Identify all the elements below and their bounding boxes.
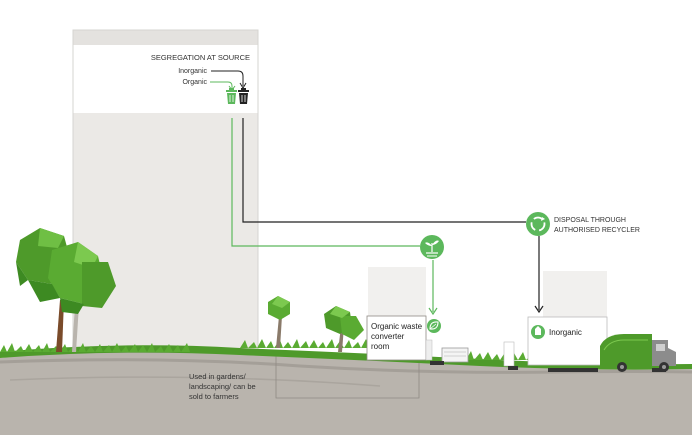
recycle-icon [526,212,550,236]
inorganic-flow-line [242,118,526,223]
organic-waste-room [366,315,469,363]
organic-room-label-line1: Organic waste [371,322,423,331]
small-tree-1 [268,296,290,348]
inorganic-label: Inorganic [178,68,207,75]
large-tree [16,228,116,352]
organic-flow-line [231,118,420,247]
segregation-title: SEGREGATION AT SOURCE [151,53,250,62]
inorganic-pointer-arrow [211,70,244,86]
organic-room-label-line3: room [371,342,390,351]
organic-label: Organic [182,79,207,86]
compost-route-line [275,352,420,399]
sprout-icon [420,235,444,259]
disposal-text-line2: AUTHORISED RECYCLER [554,227,640,234]
organic-room-label-line2: converter [371,332,405,341]
reuse-note-line1: Used in gardens/ [189,372,247,381]
organic-pointer-arrow [210,81,233,88]
small-tree-2 [324,306,364,352]
green-trash-bin-icon [226,88,237,104]
reuse-note-line2: landscaping/ can be [189,382,256,391]
ground-conduit [430,361,666,372]
black-trash-bin-icon [238,88,249,104]
inorganic-waste-icon [531,325,545,339]
leaf-icon [427,319,441,333]
garbage-truck-icon [600,334,676,372]
reuse-note-line3: sold to farmers [189,392,239,401]
inorganic-room [503,316,608,367]
disposal-text-line1: DISPOSAL THROUGH [554,217,626,224]
inorganic-room-label: Inorganic [549,328,582,337]
